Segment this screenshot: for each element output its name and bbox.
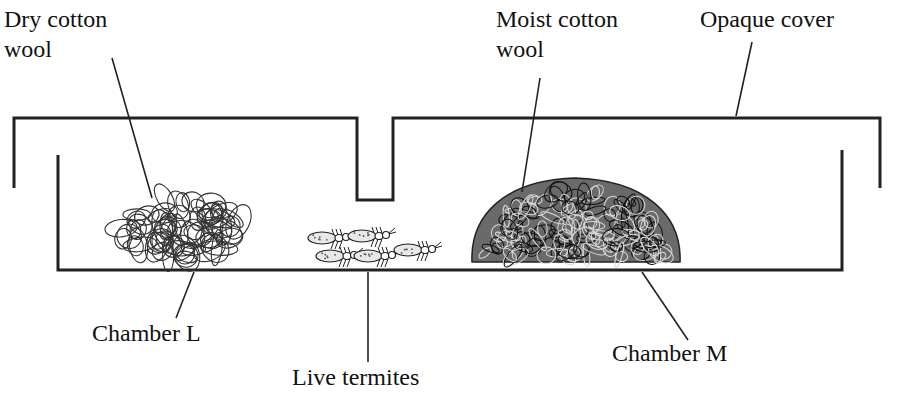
live-termites: [308, 227, 442, 267]
leader-lines: [112, 42, 752, 362]
part-label: Chamber M: [612, 338, 782, 368]
part-label: Live termites: [292, 362, 492, 392]
part-label: Opaque cover: [700, 4, 880, 34]
part-label: Chamber L: [92, 318, 252, 348]
chamber-tray: [58, 150, 842, 270]
moist-cotton-wool: [472, 177, 680, 269]
part-label: Moist cotton wool: [496, 4, 644, 64]
part-label: Dry cotton wool: [4, 4, 129, 64]
opaque-cover: [14, 118, 880, 200]
dry-cotton-wool: [104, 181, 256, 275]
